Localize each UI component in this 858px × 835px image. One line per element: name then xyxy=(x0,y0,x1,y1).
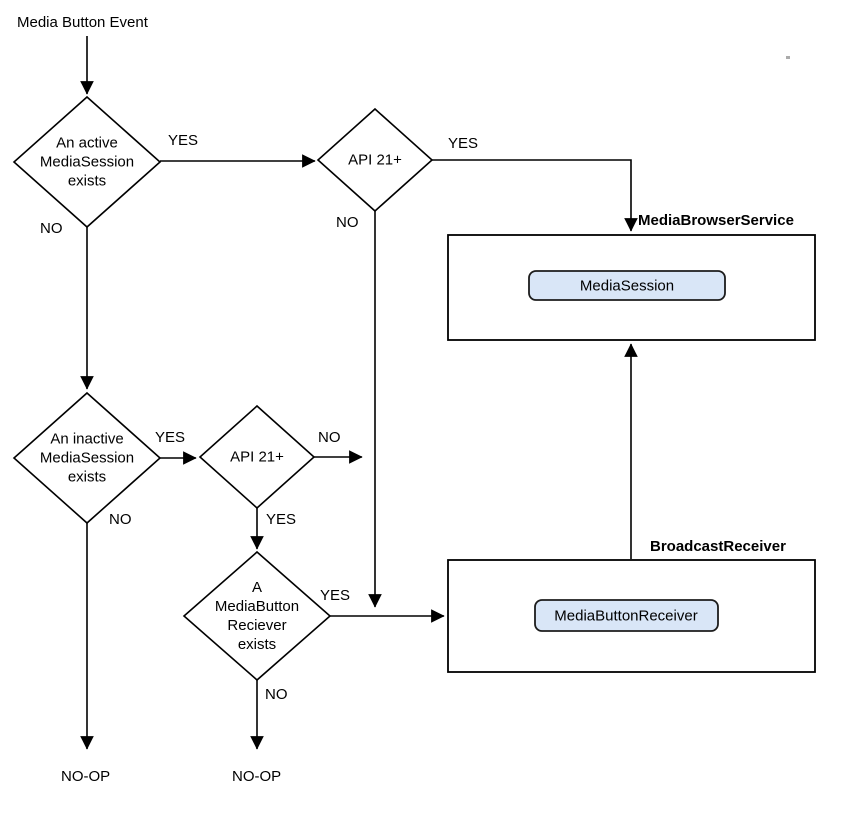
decision-active-session-shape xyxy=(12,95,162,229)
terminal-noop-left: NO-OP xyxy=(61,768,111,785)
branch-label-receiver-no: NO xyxy=(265,686,288,703)
branch-label-inactive-no: NO xyxy=(109,511,132,528)
decision-receiver-exists-shape xyxy=(182,550,332,682)
start-event-label: Media Button Event xyxy=(17,14,148,31)
component-media-button-receiver-label: MediaButtonReceiver xyxy=(554,607,698,625)
decision-api21-top-label: API 21+ xyxy=(348,151,402,169)
component-media-session-shape xyxy=(528,270,726,301)
artifact-dot xyxy=(786,56,790,59)
branch-label-receiver-yes: YES xyxy=(320,587,351,604)
container-media-browser-service-title: MediaBrowserService xyxy=(638,212,794,229)
component-media-session-label: MediaSession xyxy=(579,277,675,295)
branch-label-api21-bottom-no: NO xyxy=(318,429,341,446)
decision-api21-top-shape xyxy=(316,107,434,213)
decision-inactive-session-label: An inactive MediaSession exists xyxy=(39,430,135,486)
terminal-noop-right: NO-OP xyxy=(232,768,282,785)
arrow-api21-top-yes-to-media-browser-service xyxy=(432,159,638,232)
decision-api21-bottom-shape xyxy=(198,404,316,510)
branch-label-active-yes: YES xyxy=(168,132,199,149)
component-media-button-receiver-shape xyxy=(534,599,719,632)
branch-label-inactive-yes: YES xyxy=(155,429,186,446)
branch-label-api21-bottom-yes: YES xyxy=(266,511,297,528)
container-broadcast-receiver-title: BroadcastReceiver xyxy=(650,538,786,555)
decision-active-session-label: An active MediaSession exists xyxy=(39,134,135,190)
branch-label-api21-top-no: NO xyxy=(336,214,359,231)
branch-label-api21-top-yes: YES xyxy=(448,135,479,152)
decision-api21-bottom-label: API 21+ xyxy=(230,448,284,466)
branch-label-active-no: NO xyxy=(40,220,63,237)
decision-inactive-session-shape xyxy=(12,391,162,525)
decision-receiver-exists-label: A MediaButton Reciever exists xyxy=(214,579,300,653)
